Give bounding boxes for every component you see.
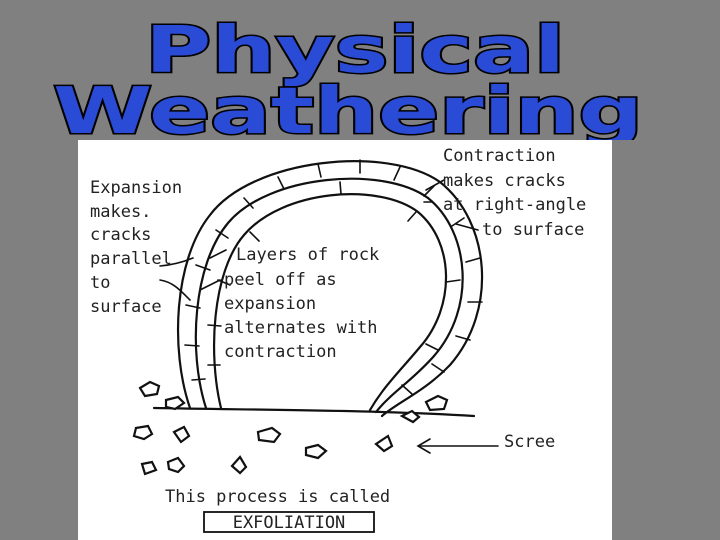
crack [455,335,471,341]
stone [138,380,161,398]
stone [399,409,421,424]
scree-label: Scree [504,432,555,452]
title-line-2: Weathering [53,75,643,140]
ground-line [152,406,476,418]
crack [184,344,200,347]
arrow-expansion-2 [159,279,191,301]
contraction-line-3: at right-angle [443,195,586,215]
crack [407,211,417,222]
expansion-line-3: cracks [90,225,151,245]
crack [191,378,206,381]
crack [423,185,435,197]
contraction-line-4: to surface [482,220,584,240]
crack [393,166,401,181]
arrow-contraction-3 [455,223,479,231]
stone [256,426,282,444]
crack [277,176,285,190]
contraction-line-2: makes cracks [443,171,566,191]
expansion-line-5: to [90,273,110,293]
arrow-contraction-1 [425,179,445,191]
title-line-1: Physical [145,14,565,88]
crack [425,343,439,351]
stone [164,395,186,411]
stone [132,424,154,441]
leader-arrows [159,179,499,454]
crack [185,304,201,309]
stone [230,455,248,475]
expansion-line-4: parallel [90,249,172,269]
exfoliation-diagram: Expansion makes. cracks parallel to surf… [90,146,597,533]
answer-text: EXFOLIATION [233,513,346,533]
diagram-panel: Expansion makes. cracks parallel to surf… [78,140,612,540]
crack [465,257,481,263]
title-banner: Physical Weathering [52,13,645,141]
stone [304,443,328,460]
contraction-label: Contraction makes cracks at right-angle … [443,146,597,240]
expansion-line-2: makes. [90,202,151,222]
crack [195,264,211,271]
layers-line-1: Layers of rock [236,245,379,265]
expansion-label: Expansion makes. cracks parallel to surf… [90,178,192,317]
stone [166,456,186,474]
stone [140,460,158,476]
scree-stones [132,380,449,476]
crack [215,229,229,239]
crack [243,197,254,209]
crack [207,324,222,327]
layers-line-3: expansion [224,294,316,314]
expansion-line-1: Expansion [90,178,182,198]
arrow-layers-1 [209,249,227,259]
dome-layer-outline [194,177,464,414]
arrow-expansion-1 [159,257,194,267]
layers-label: Layers of rock peel off as expansion alt… [224,245,390,362]
stone [374,434,394,453]
layers-line-5: contraction [224,342,337,362]
crack [445,279,461,283]
layers-line-2: peel off as [224,270,337,290]
stone [424,394,449,412]
crack [249,231,260,242]
dome-outer-outline [176,160,484,418]
answer-box [203,511,375,533]
contraction-line-1: Contraction [443,146,556,166]
crack [431,363,445,373]
stone [172,425,191,444]
crack [339,181,342,195]
arrow-layers-2 [199,279,221,291]
expansion-line-6: surface [90,297,162,317]
crack [401,384,413,395]
layers-line-4: alternates with [224,318,378,338]
crack [451,217,465,227]
arrow-scree-head [416,438,431,454]
crack [317,163,322,178]
radial-cracks [184,159,483,395]
dome-inner-outline [212,193,448,412]
process-caption: This process is called [165,487,390,507]
